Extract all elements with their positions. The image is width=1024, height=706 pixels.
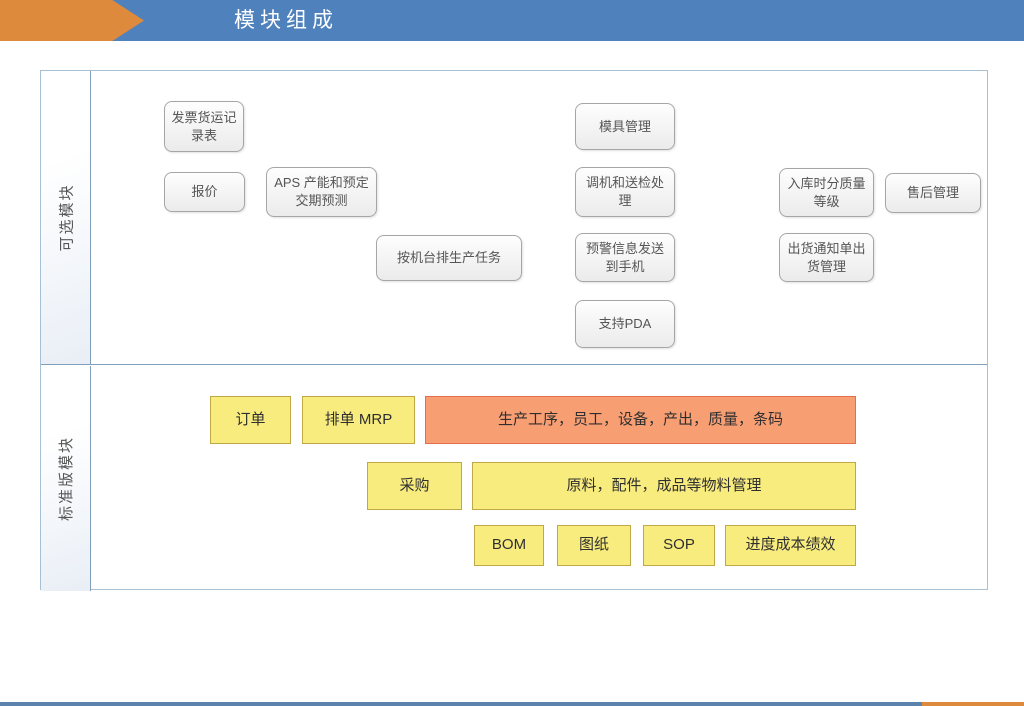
optional-modules-section: 可选模块 发票货运记录表 报价 APS 产能和预定交期预测 按机台排生产任务 模… [41,71,987,365]
footer-strip [0,702,1024,706]
optional-modules-rail: 可选模块 [41,71,91,364]
page-title: 模块组成 [234,9,338,32]
standard-modules-section: 标准版模块 订单 排单 MRP 生产工序，员工，设备，产出，质量，条码 采购 原… [41,366,987,591]
box-machine-adjust-inspection: 调机和送检处理 [575,167,675,217]
box-purchasing: 采购 [367,462,462,510]
box-machine-production-tasks: 按机台排生产任务 [376,235,522,281]
box-bom: BOM [474,525,544,566]
box-alert-to-mobile: 预警信息发送到手机 [575,233,675,282]
box-aps-capacity-forecast: APS 产能和预定交期预测 [266,167,377,217]
standard-modules-label: 标准版模块 [58,435,76,522]
box-orders: 订单 [210,396,291,444]
box-pda-support: 支持PDA [575,300,675,348]
footer-bar-blue [0,702,922,706]
header-arrow-shape [0,0,144,41]
box-warehouse-quality-grade: 入库时分质量等级 [779,168,874,217]
standard-modules-rail: 标准版模块 [41,366,91,591]
box-mrp-scheduling: 排单 MRP [302,396,415,444]
footer-bar-orange [921,702,1024,706]
box-mold-management: 模具管理 [575,103,675,150]
header-bar [100,0,1024,41]
module-diagram: 可选模块 发票货运记录表 报价 APS 产能和预定交期预测 按机台排生产任务 模… [40,70,988,591]
optional-modules-label: 可选模块 [58,183,76,252]
box-shipping-notice-management: 出货通知单出货管理 [779,233,874,282]
box-production-process: 生产工序，员工，设备，产出，质量，条码 [425,396,856,444]
box-aftersales-management: 售后管理 [885,173,981,213]
box-progress-cost-performance: 进度成本绩效 [725,525,856,566]
box-materials-management: 原料，配件，成品等物料管理 [472,462,856,510]
box-drawings: 图纸 [557,525,631,566]
box-sop: SOP [643,525,715,566]
box-invoice-shipping-record: 发票货运记录表 [164,101,244,152]
box-quote: 报价 [164,172,245,212]
